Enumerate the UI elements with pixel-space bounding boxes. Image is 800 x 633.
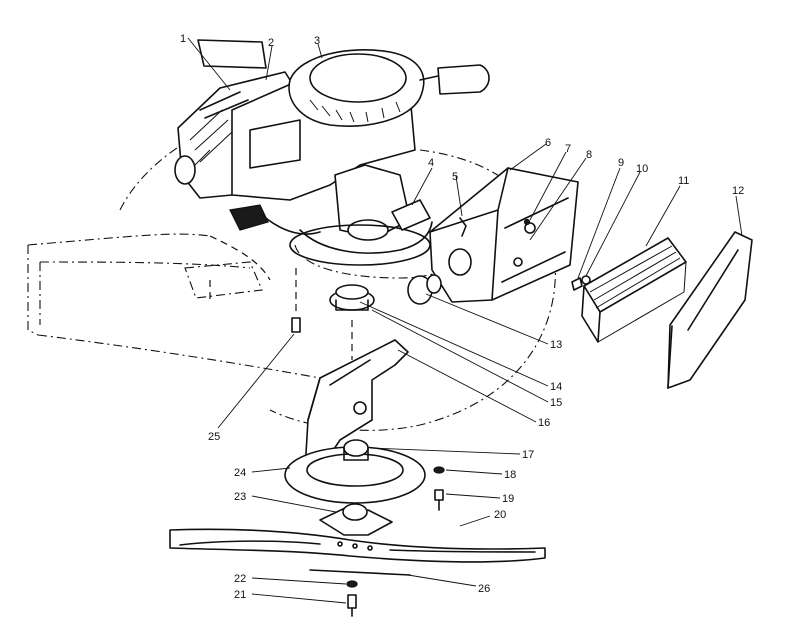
blade-hardware — [309, 466, 445, 617]
callout-5: 5 — [452, 171, 458, 183]
callout-21: 21 — [234, 589, 246, 601]
callout-24: 24 — [234, 467, 246, 479]
air-cleaner-hardware — [407, 217, 591, 305]
foam-filter-element — [581, 237, 687, 343]
callout-3: 3 — [314, 35, 320, 47]
callout-12: 12 — [732, 185, 744, 197]
callout-26: 26 — [478, 583, 490, 595]
leader-lines — [187, 37, 743, 604]
air-cleaner-body — [429, 167, 579, 303]
callout-labels: 1 2 3 4 5 6 7 8 9 10 11 12 13 14 15 16 1… — [180, 33, 744, 601]
callout-4: 4 — [428, 157, 434, 169]
callout-16: 16 — [538, 417, 550, 429]
blade-adapter — [319, 503, 393, 536]
callout-13: 13 — [550, 339, 562, 351]
callout-20: 20 — [494, 509, 506, 521]
callout-7: 7 — [565, 143, 571, 155]
callout-9: 9 — [618, 157, 624, 169]
engine — [174, 39, 490, 266]
callout-23: 23 — [234, 491, 246, 503]
callout-11: 11 — [678, 175, 689, 187]
callout-15: 15 — [550, 397, 562, 409]
air-cleaner-cover — [667, 231, 753, 389]
callout-17: 17 — [522, 449, 534, 461]
callout-2: 2 — [268, 37, 274, 49]
callout-18: 18 — [504, 469, 516, 481]
callout-6: 6 — [545, 137, 551, 149]
spindle-stack — [291, 268, 375, 360]
rear-bracket — [304, 339, 409, 471]
callout-22: 22 — [234, 573, 246, 585]
mower-blade — [169, 528, 546, 563]
callout-25: 25 — [208, 431, 220, 443]
mounting-plate — [284, 439, 426, 504]
callout-1: 1 — [180, 33, 186, 45]
callout-14: 14 — [550, 381, 562, 393]
gasket — [391, 199, 431, 231]
callout-10: 10 — [636, 163, 648, 175]
callout-8: 8 — [586, 149, 592, 161]
callout-19: 19 — [502, 493, 514, 505]
